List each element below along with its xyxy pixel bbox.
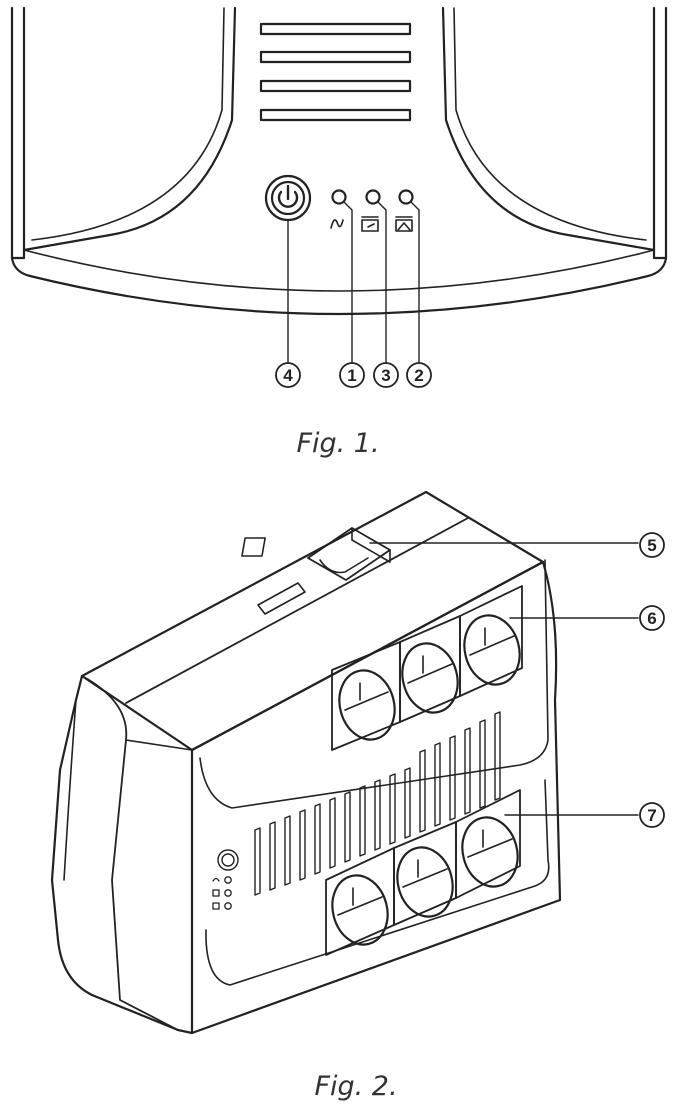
battery-icon (361, 216, 379, 232)
callout-4: 4 (283, 366, 293, 385)
fig1-callouts (275, 362, 432, 388)
upper-sockets (331, 585, 523, 751)
fig2-vent-slots (254, 711, 501, 896)
battery-fault-icon (395, 216, 413, 232)
ac-mains-icon (330, 219, 344, 229)
label-plate (257, 582, 306, 615)
callout-1: 1 (347, 366, 356, 385)
callout-7: 7 (647, 806, 656, 825)
fig2-callouts (639, 532, 665, 828)
led-mains (331, 189, 347, 205)
led-battery (365, 189, 381, 205)
side-leds (212, 876, 232, 910)
callout-3: 3 (381, 366, 390, 385)
lower-sockets (325, 789, 521, 956)
led-fault (398, 189, 414, 205)
fig1-leader-lines (287, 201, 420, 363)
callout-5: 5 (647, 536, 656, 555)
fig2-ups-unit (50, 490, 639, 1035)
power-button-icon (264, 174, 312, 222)
figure-2-caption: Fig. 2. (314, 1071, 397, 1102)
side-power-button-icon (217, 849, 239, 871)
fig2-leader-lines (369, 542, 639, 816)
callout-6: 6 (647, 609, 656, 628)
callout-2: 2 (414, 366, 423, 385)
figure-1-caption: Fig. 1. (296, 428, 379, 459)
vent-slots (259, 22, 412, 122)
top-input-module (241, 527, 391, 581)
fig1-front-panel (10, 6, 668, 363)
